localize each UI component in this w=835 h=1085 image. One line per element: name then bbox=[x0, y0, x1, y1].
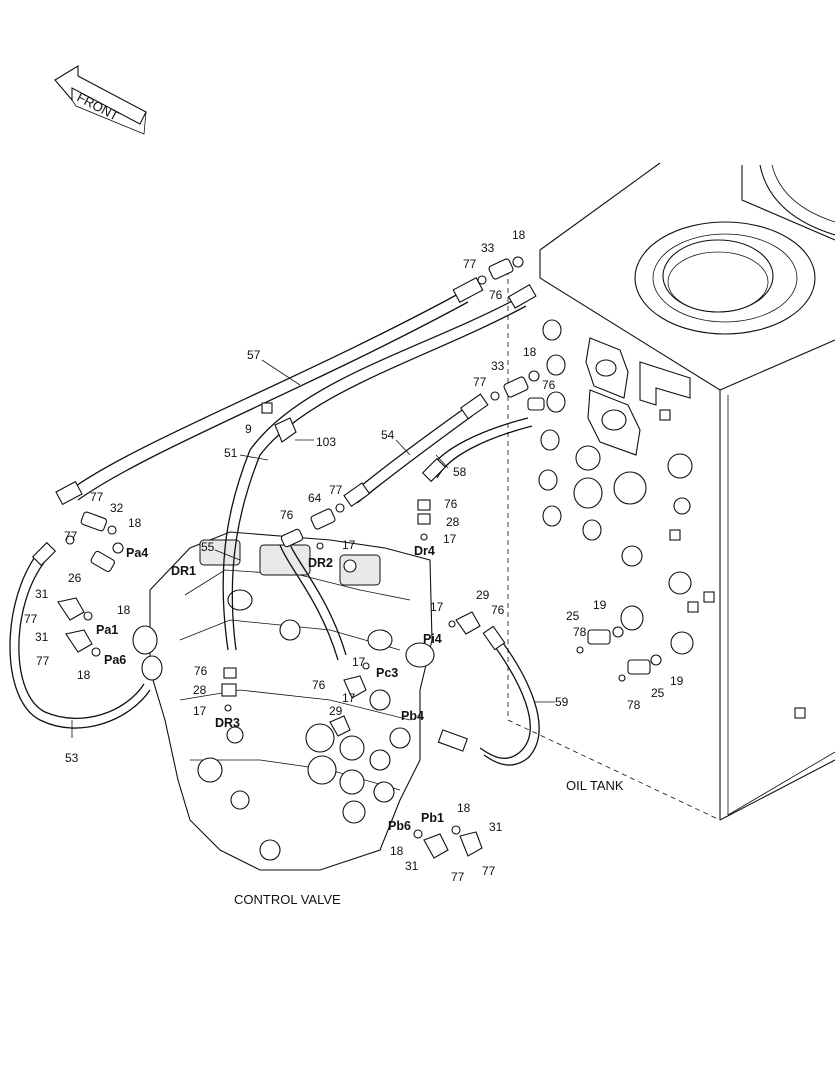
part-number: 18 bbox=[390, 844, 404, 858]
part-number: 17 bbox=[342, 691, 356, 705]
part-number: 78 bbox=[627, 698, 641, 712]
part-number: 29 bbox=[476, 588, 490, 602]
part-number: 9 bbox=[245, 422, 252, 436]
port-label: DR2 bbox=[308, 556, 333, 570]
part-number: 25 bbox=[566, 609, 580, 623]
part-number: 18 bbox=[523, 345, 537, 359]
part-number: 33 bbox=[481, 241, 495, 255]
port-label: Pi4 bbox=[423, 632, 442, 646]
part-number: 29 bbox=[329, 704, 343, 718]
hose-number-labels: 57 51 54 58 53 59 bbox=[65, 348, 569, 765]
port-label: DR3 bbox=[215, 716, 240, 730]
oil-tank bbox=[507, 162, 835, 821]
part-number: 77 bbox=[482, 864, 496, 878]
part-number: 17 bbox=[342, 538, 356, 552]
port-label: Pc3 bbox=[376, 666, 398, 680]
part-number: 77 bbox=[24, 612, 38, 626]
part-number-labels: 18 33 77 76 33 18 77 76 9 103 77 32 18 2… bbox=[24, 228, 684, 884]
hoses bbox=[9, 276, 540, 766]
part-number: 19 bbox=[593, 598, 607, 612]
valve-spools bbox=[132, 559, 435, 861]
part-number: 77 bbox=[36, 654, 50, 668]
part-number: 17 bbox=[443, 532, 457, 546]
part-number: 64 bbox=[308, 491, 322, 505]
hose-number: 57 bbox=[247, 348, 261, 362]
hose-number: 51 bbox=[224, 446, 238, 460]
part-number: 33 bbox=[491, 359, 505, 373]
part-number: 31 bbox=[35, 587, 49, 601]
part-number: 76 bbox=[312, 678, 326, 692]
part-number: 18 bbox=[512, 228, 526, 242]
leader-lines bbox=[71, 359, 555, 738]
part-number: 28 bbox=[446, 515, 460, 529]
port-label: Pa1 bbox=[96, 623, 118, 637]
part-number: 103 bbox=[316, 435, 336, 449]
port-label: Dr4 bbox=[414, 544, 435, 558]
part-number: 77 bbox=[463, 257, 477, 271]
part-number: 77 bbox=[90, 490, 104, 504]
part-number: 31 bbox=[35, 630, 49, 644]
control-valve bbox=[132, 531, 435, 871]
part-number: 26 bbox=[68, 571, 82, 585]
hose-number: 54 bbox=[381, 428, 395, 442]
part-number: 17 bbox=[193, 704, 207, 718]
hose-number: 59 bbox=[555, 695, 569, 709]
part-number: 25 bbox=[651, 686, 665, 700]
port-label: Pb1 bbox=[421, 811, 444, 825]
part-number: 76 bbox=[444, 497, 458, 511]
port-labels: Pa4 Pa1 Pa6 DR1 DR2 Dr4 DR3 Pi4 Pc3 Pb4 … bbox=[96, 544, 444, 833]
part-number: 18 bbox=[77, 668, 91, 682]
part-number: 78 bbox=[573, 625, 587, 639]
part-number: 17 bbox=[430, 600, 444, 614]
part-number: 31 bbox=[489, 820, 503, 834]
part-number: 77 bbox=[473, 375, 487, 389]
part-number: 18 bbox=[457, 801, 471, 815]
fittings bbox=[57, 256, 662, 859]
part-number: 77 bbox=[64, 529, 78, 543]
port-label: Pb4 bbox=[401, 709, 424, 723]
part-number: 18 bbox=[117, 603, 131, 617]
part-number: 77 bbox=[329, 483, 343, 497]
part-number: 76 bbox=[542, 378, 556, 392]
part-number: 19 bbox=[670, 674, 684, 688]
hose-number: 53 bbox=[65, 751, 79, 765]
part-number: 77 bbox=[451, 870, 465, 884]
part-number: 76 bbox=[491, 603, 505, 617]
part-number: 76 bbox=[194, 664, 208, 678]
front-arrow: FRONT bbox=[54, 65, 147, 135]
port-label: Pa6 bbox=[104, 653, 126, 667]
part-number: 17 bbox=[352, 655, 366, 669]
part-number: 55 bbox=[201, 540, 215, 554]
part-number: 76 bbox=[489, 288, 503, 302]
port-label: Pa4 bbox=[126, 546, 148, 560]
control-valve-caption: CONTROL VALVE bbox=[234, 892, 341, 907]
tank-ports bbox=[538, 319, 806, 719]
part-number: 31 bbox=[405, 859, 419, 873]
hose-number: 58 bbox=[453, 465, 467, 479]
part-number: 32 bbox=[110, 501, 124, 515]
port-label: Pb6 bbox=[388, 819, 411, 833]
port-label: DR1 bbox=[171, 564, 196, 578]
part-number: 76 bbox=[280, 508, 294, 522]
part-number: 18 bbox=[128, 516, 142, 530]
part-number: 28 bbox=[193, 683, 207, 697]
oil-tank-caption: OIL TANK bbox=[566, 778, 624, 793]
